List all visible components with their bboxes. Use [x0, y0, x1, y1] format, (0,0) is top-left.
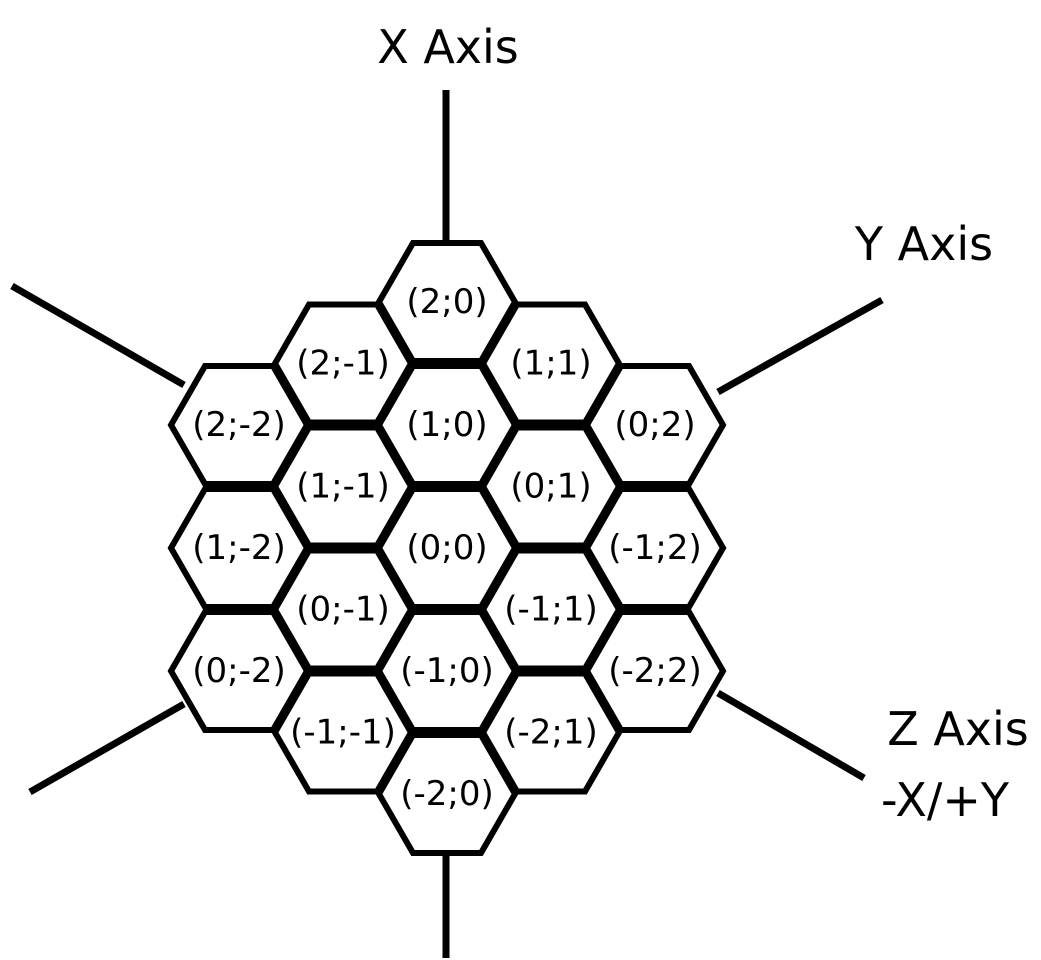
- y-axis-label: Y Axis: [854, 217, 993, 271]
- z-axis-line-left: [10, 282, 186, 389]
- hex-cell-label: (0;-2): [192, 651, 286, 691]
- hex-cells: (2;0) (2;-1) (1;1) (2;-2) (1;0) (0;2) (1;-1) (0…: [167, 240, 727, 856]
- hex-cell-label: (-1;0): [400, 651, 494, 691]
- hex-cell-label: (-1;-1): [290, 713, 396, 753]
- y-axis-line-left: [28, 700, 186, 796]
- hex-cell-label: (0;1): [510, 467, 591, 507]
- hex-cell-label: (-2;0): [400, 774, 494, 814]
- hex-cell-label: (-2;2): [608, 651, 702, 691]
- hex-cell-label: (2;0): [406, 282, 487, 322]
- hex-cell-label: (-1;2): [608, 528, 702, 568]
- axis-lines: [10, 90, 884, 958]
- z-axis-label: Z Axis: [887, 702, 1029, 756]
- hex-cell-label: (-1;1): [504, 590, 598, 630]
- hex-cell-label: (0;2): [614, 405, 695, 445]
- hex-cell-label: (0;0): [406, 528, 487, 568]
- hex-cell-label: (-2;1): [504, 713, 598, 753]
- hex-cell-label: (1;0): [406, 405, 487, 445]
- hex-cell-label: (1;1): [510, 344, 591, 384]
- hex-cell-label: (2;-2): [192, 405, 286, 445]
- y-axis-line-right: [716, 296, 884, 396]
- hex-cell: [375, 732, 519, 856]
- z-axis-line-right: [716, 689, 866, 782]
- hex-cell-label: (2;-1): [296, 344, 390, 384]
- z-axis-sublabel: -X/+Y: [881, 773, 1010, 827]
- hex-cell-label: (0;-1): [296, 590, 390, 630]
- hex-cell-label: (1;-1): [296, 467, 390, 507]
- x-axis-label: X Axis: [377, 20, 519, 74]
- hex-cell-label: (1;-2): [192, 528, 286, 568]
